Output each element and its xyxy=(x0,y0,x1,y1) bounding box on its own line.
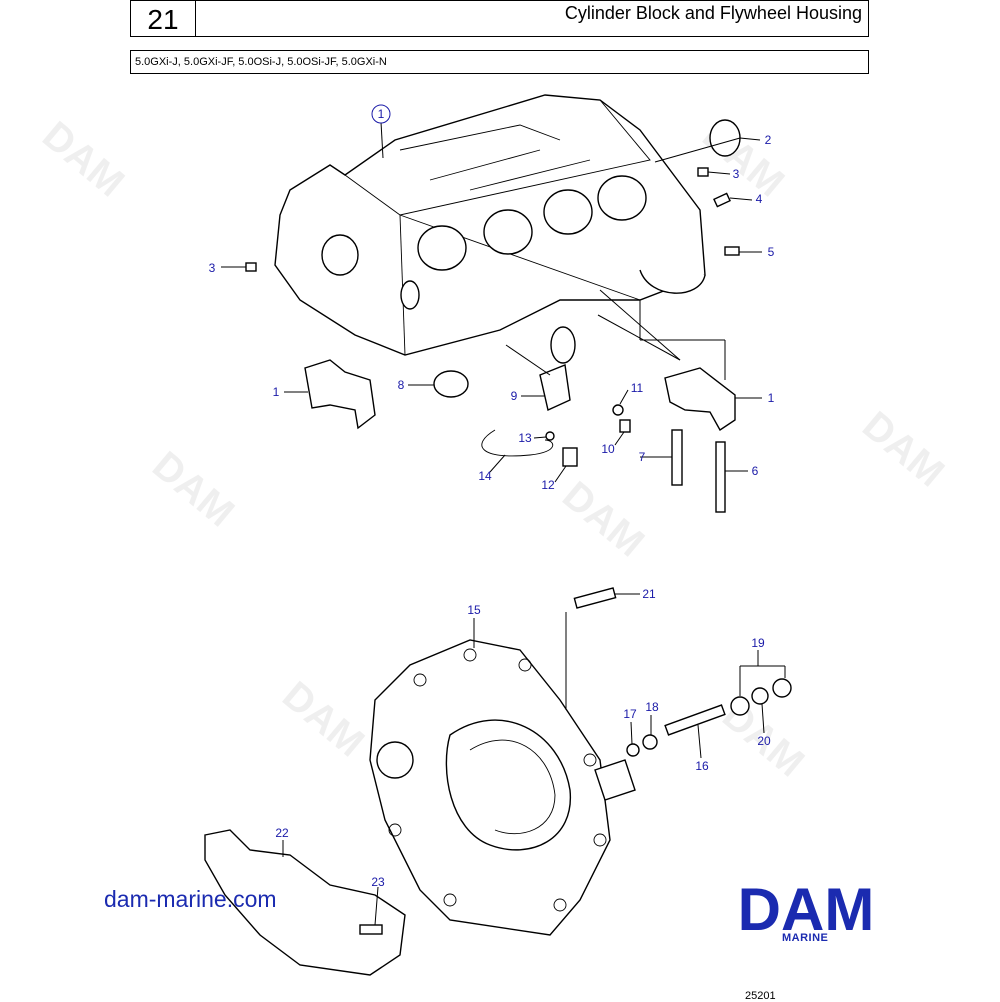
page-title: Cylinder Block and Flywheel Housing xyxy=(564,3,862,23)
nut-19a xyxy=(730,696,750,716)
callout-13: 13 xyxy=(518,431,532,445)
watermark-text: DAM xyxy=(34,113,132,205)
washer-18 xyxy=(642,734,658,750)
main-cap-right xyxy=(664,367,736,432)
sensor xyxy=(550,326,576,364)
main-cap-left xyxy=(304,359,376,430)
callout-18: 18 xyxy=(645,700,659,714)
watermark-text: DAM xyxy=(854,403,952,495)
adapter-9 xyxy=(539,364,571,411)
watermark-text: DAM xyxy=(694,113,792,205)
callout-1-top: 1 xyxy=(378,107,385,121)
callout-1-left: 1 xyxy=(273,385,280,399)
leaders-top xyxy=(221,121,762,483)
callout-8: 8 xyxy=(398,378,405,392)
clip-14 xyxy=(481,429,554,457)
core-plug xyxy=(709,119,741,157)
stud-6 xyxy=(715,441,726,513)
cylinder-block xyxy=(274,94,706,356)
callout-5: 5 xyxy=(768,245,775,259)
callout-20: 20 xyxy=(757,734,771,748)
callout-2: 2 xyxy=(765,133,772,147)
block-small-parts xyxy=(245,119,741,513)
callout-23: 23 xyxy=(371,875,385,889)
callout-9: 9 xyxy=(511,389,518,403)
nut-19b xyxy=(772,678,792,698)
callout-21: 21 xyxy=(642,587,656,601)
watermark-text: DAM xyxy=(274,673,372,765)
callout-15: 15 xyxy=(467,603,481,617)
leaders-bottom xyxy=(282,593,786,926)
callout-1-right: 1 xyxy=(768,391,775,405)
dowel-5 xyxy=(724,246,740,256)
flywheel-housing xyxy=(369,639,636,936)
callout-6: 6 xyxy=(752,464,759,478)
dam-logo: DAM xyxy=(738,880,875,942)
callout-17: 17 xyxy=(623,707,637,721)
plug-4 xyxy=(713,192,731,208)
oring-11 xyxy=(612,404,624,416)
callout-10: 10 xyxy=(601,442,615,456)
page-number: 21 xyxy=(131,1,196,36)
figure-reference: 25201 xyxy=(745,990,776,1002)
washer-17 xyxy=(626,743,640,757)
plug-3-left xyxy=(245,262,257,272)
callout-4: 4 xyxy=(756,192,763,206)
bolt-21 xyxy=(573,587,617,609)
oring-13 xyxy=(545,431,555,441)
cover-plate-22 xyxy=(204,829,406,976)
watermark-text: DAM xyxy=(144,443,242,535)
seal-8 xyxy=(433,370,469,398)
bolt-7 xyxy=(671,429,683,486)
callout-16: 16 xyxy=(695,759,709,773)
watermark-text: DAM xyxy=(554,473,652,565)
model-list: 5.0GXi-J, 5.0GXi-JF, 5.0OSi-J, 5.0OSi-JF… xyxy=(130,50,869,74)
callout-3-left: 3 xyxy=(209,261,216,275)
callout-22: 22 xyxy=(275,826,289,840)
plug-3-right xyxy=(697,167,709,177)
callout-12: 12 xyxy=(541,478,555,492)
header-box: 21 Cylinder Block and Flywheel Housing xyxy=(130,0,869,37)
logo-subtitle: MARINE xyxy=(782,932,829,944)
callout-19: 19 xyxy=(751,636,765,650)
callout-7: 7 xyxy=(639,450,646,464)
plug-10 xyxy=(619,419,631,433)
plug-12 xyxy=(562,447,578,467)
bolt-23 xyxy=(359,924,383,935)
washer-20 xyxy=(751,687,769,705)
callout-11: 11 xyxy=(631,381,644,395)
website-link[interactable]: dam-marine.com xyxy=(104,886,277,912)
callout-circle xyxy=(371,104,391,124)
callout-14: 14 xyxy=(478,469,492,483)
callout-labels: 1 2 3 4 5 3 1 8 9 11 1 13 10 7 6 14 12 1… xyxy=(209,104,775,889)
stud-16 xyxy=(664,704,726,736)
housing-small-parts xyxy=(204,587,792,976)
callout-3-right: 3 xyxy=(733,167,740,181)
logo-text: DAM xyxy=(738,880,875,942)
